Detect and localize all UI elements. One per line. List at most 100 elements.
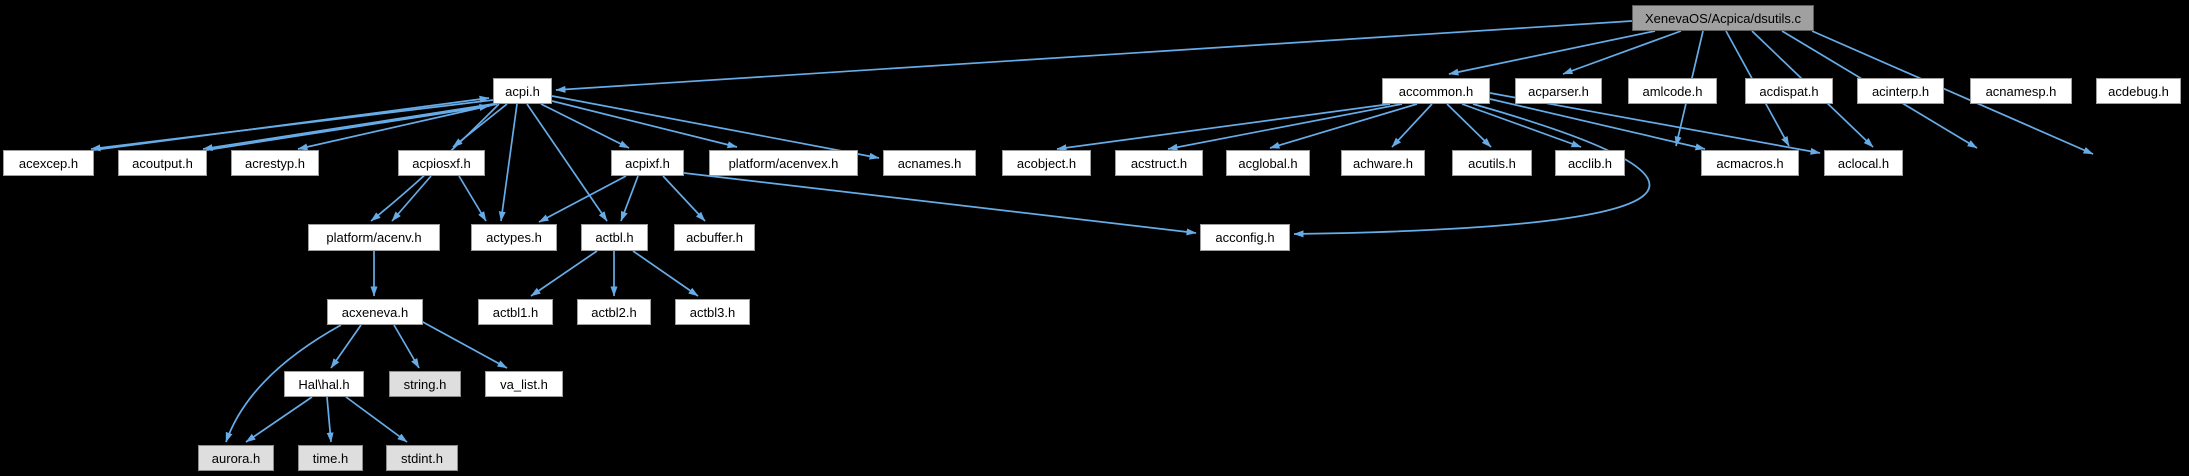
node-acnamesp-h[interactable]: acnamesp.h — [1970, 78, 2072, 104]
node-string-h[interactable]: string.h — [389, 371, 461, 397]
node-label: acobject.h — [1016, 155, 1077, 171]
node-label: acrestyp.h — [245, 155, 305, 171]
edge-accommon-h-to-acstruct-h — [1167, 103, 1403, 151]
edge-acpi-h-to-actbl-h — [526, 103, 608, 222]
node-acdebug-h[interactable]: acdebug.h — [2096, 78, 2181, 104]
node-label: acparser.h — [1528, 83, 1589, 99]
edge-accommon-h-to-acglobal-h — [1269, 103, 1418, 149]
node-hal-hal-h[interactable]: Hal\hal.h — [284, 371, 364, 397]
edge-actbl-h-to-actbl1-h — [530, 250, 598, 297]
node-acobject-h[interactable]: acobject.h — [1002, 150, 1091, 176]
node-label: acpi.h — [505, 83, 540, 99]
node-time-h[interactable]: time.h — [298, 445, 363, 471]
edge-acpixf-h-to-acbuffer-h — [662, 175, 706, 222]
node-stdint-h[interactable]: stdint.h — [386, 445, 458, 471]
node-label: platform/acenvex.h — [728, 155, 839, 171]
node-aclocal-h[interactable]: aclocal.h — [1824, 150, 1903, 176]
edge-accommon-h-to-acmacros-h — [1489, 98, 1706, 151]
node-label: acutils.h — [1468, 155, 1516, 171]
node-label: XenevaOS/Acpica/dsutils.c — [1644, 10, 1802, 26]
edge-dsutils-c-to-acdebug-h — [1811, 30, 2094, 155]
node-actbl-h[interactable]: actbl.h — [581, 224, 648, 251]
node-aurora-h[interactable]: aurora.h — [198, 445, 274, 471]
node-label: acbuffer.h — [686, 230, 743, 245]
node-label: actbl3.h — [689, 304, 736, 320]
edge-acxeneva-h-to-hal-hal-h — [330, 324, 362, 369]
edge-acxeneva-h-to-va-list-h — [420, 320, 508, 369]
edge-acpi-h-to-actypes-h — [498, 103, 518, 222]
node-acpiosxf-h[interactable]: acpiosxf.h — [398, 150, 485, 176]
node-acinterp-h[interactable]: acinterp.h — [1857, 78, 1944, 104]
node-acpi-h[interactable]: acpi.h — [493, 78, 552, 104]
node-label: acclib.h — [1567, 155, 1613, 171]
node-label: acnamesp.h — [1985, 83, 2057, 99]
node-label: platform/acenv.h — [326, 230, 422, 245]
node-va-list-h[interactable]: va_list.h — [485, 371, 563, 397]
node-platform-acenvex-h[interactable]: platform/acenvex.h — [709, 150, 858, 176]
node-acclib-h[interactable]: acclib.h — [1555, 150, 1625, 176]
node-label: string.h — [403, 376, 447, 392]
edge-acoutput-h-to-acpi-h — [206, 104, 490, 151]
node-amlcode-h[interactable]: amlcode.h — [1628, 78, 1717, 104]
edge-accommon-h-to-acobject-h — [1056, 103, 1391, 152]
node-label: acexcep.h — [18, 155, 79, 171]
edge-hal-hal-h-to-aurora-h — [245, 396, 313, 443]
node-label: acxeneva.h — [341, 304, 409, 320]
node-label: acnames.h — [897, 155, 962, 171]
node-label: achware.h — [1353, 155, 1413, 171]
edge-hal-hal-h-to-time-h — [326, 396, 334, 443]
node-acbuffer-h[interactable]: acbuffer.h — [674, 224, 755, 251]
node-acrestyp-h[interactable]: acrestyp.h — [231, 150, 319, 176]
node-acpixf-h[interactable]: acpixf.h — [611, 150, 684, 176]
node-actbl1-h[interactable]: actbl1.h — [478, 299, 553, 325]
node-label: Hal\hal.h — [298, 376, 350, 392]
node-acmacros-h[interactable]: acmacros.h — [1701, 150, 1799, 176]
edge-acpi-h-to-acrestyp-h — [297, 103, 498, 151]
node-acconfig-h[interactable]: acconfig.h — [1200, 224, 1290, 251]
node-label: va_list.h — [500, 376, 548, 392]
node-label: acinterp.h — [1871, 83, 1930, 99]
node-actbl3-h[interactable]: actbl3.h — [675, 299, 750, 325]
edge-dsutils-c-to-acparser-h — [1562, 30, 1682, 75]
node-label: acglobal.h — [1238, 155, 1298, 171]
node-label: acoutput.h — [132, 155, 193, 171]
edge-actbl-h-to-actbl3-h — [632, 250, 699, 297]
node-label: acconfig.h — [1215, 230, 1275, 245]
node-acxeneva-h[interactable]: acxeneva.h — [327, 299, 423, 325]
node-achware-h[interactable]: achware.h — [1341, 150, 1425, 176]
edge-acpi-h-to-platform-acenvex-h — [551, 100, 738, 149]
node-actypes-h[interactable]: actypes.h — [471, 224, 557, 251]
node-label: aurora.h — [211, 450, 261, 466]
node-label: actbl.h — [595, 230, 634, 245]
node-acdispat-h[interactable]: acdispat.h — [1745, 78, 1833, 104]
node-label: stdint.h — [401, 450, 443, 466]
node-acparser-h[interactable]: acparser.h — [1515, 78, 1602, 104]
node-label: acdispat.h — [1759, 83, 1819, 99]
node-accommon-h[interactable]: accommon.h — [1382, 78, 1490, 104]
node-acoutput-h[interactable]: acoutput.h — [118, 150, 207, 176]
node-label: acpiosxf.h — [412, 155, 471, 171]
node-platform-acenv-h[interactable]: platform/acenv.h — [308, 224, 440, 251]
node-label: actypes.h — [486, 230, 542, 245]
edge-acpiosxf-h-to-platform-acenv-h — [391, 175, 432, 222]
edge-acpixf-h-to-actbl-h — [620, 175, 639, 222]
node-label: time.h — [312, 450, 349, 466]
node-label: actbl1.h — [492, 304, 539, 320]
edge-acpi-h-to-acoutput-h — [202, 103, 494, 152]
node-actbl2-h[interactable]: actbl2.h — [577, 299, 651, 325]
node-label: actbl2.h — [591, 304, 637, 320]
node-acstruct-h[interactable]: acstruct.h — [1115, 150, 1203, 176]
node-label: accommon.h — [1398, 83, 1474, 99]
node-acglobal-h[interactable]: acglobal.h — [1226, 150, 1310, 176]
node-acexcep-h[interactable]: acexcep.h — [3, 150, 94, 176]
node-dsutils-c: XenevaOS/Acpica/dsutils.c — [1632, 5, 1814, 31]
edge-acpiosxf-h-to-actypes-h — [458, 175, 487, 222]
edge-acxeneva-h-to-string-h — [393, 324, 420, 369]
edge-dsutils-c-to-acpi-h — [555, 20, 1633, 93]
edge-hal-hal-h-to-stdint-h — [345, 396, 408, 443]
edge-acpi-h-to-acnames-h — [551, 95, 880, 160]
node-acnames-h[interactable]: acnames.h — [883, 150, 976, 176]
node-acutils-h[interactable]: acutils.h — [1452, 150, 1532, 176]
edge-acpi-h-to-acpixf-h — [540, 103, 630, 149]
